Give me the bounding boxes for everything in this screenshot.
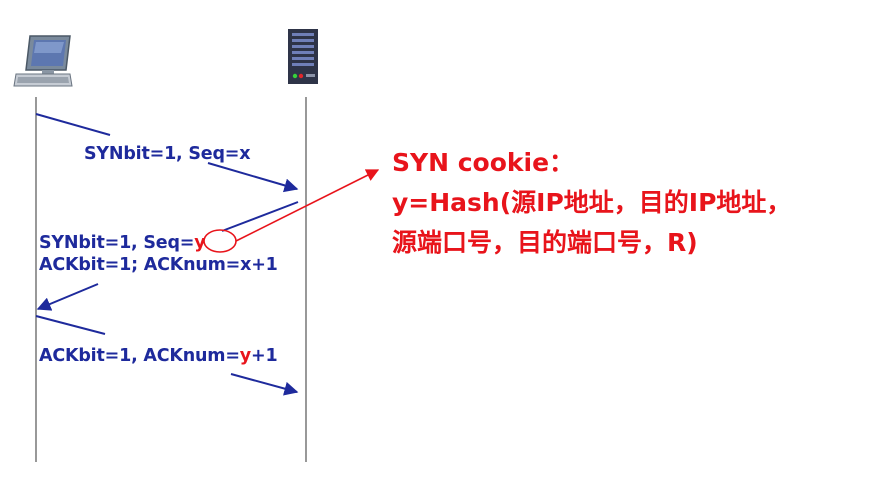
ack-num-y: y xyxy=(239,346,251,366)
ack-arrow xyxy=(35,315,299,396)
cookie-hash-line1: y=Hash(源IP地址，目的IP地址， xyxy=(392,188,792,217)
client-computer-icon xyxy=(13,35,73,87)
ack-num-suffix: +1 xyxy=(251,346,278,366)
syn-ack-arrow xyxy=(36,201,299,311)
syn-ack-label-line1: SYNbit=1, Seq=y xyxy=(39,233,206,253)
syn-ack-label-line2: ACKbit=1; ACKnum=x+1 xyxy=(39,255,278,275)
syn-seq-prefix: SYNbit=1, Seq= xyxy=(39,233,195,253)
y-highlight-ellipse xyxy=(203,229,237,253)
cookie-title: SYN cookie： xyxy=(392,148,575,177)
cookie-pointer-arrow xyxy=(235,169,380,242)
cookie-hash-line2: 源端口号，目的端口号，R) xyxy=(392,228,698,257)
syn-label: SYNbit=1, Seq=x xyxy=(84,144,251,164)
ack-num-prefix: ACKbit=1, ACKnum= xyxy=(39,346,240,366)
syn-arrow xyxy=(35,113,299,193)
server-icon xyxy=(288,29,318,84)
ack-label: ACKbit=1, ACKnum=y+1 xyxy=(39,346,278,366)
server-seq-y: y xyxy=(194,233,206,253)
